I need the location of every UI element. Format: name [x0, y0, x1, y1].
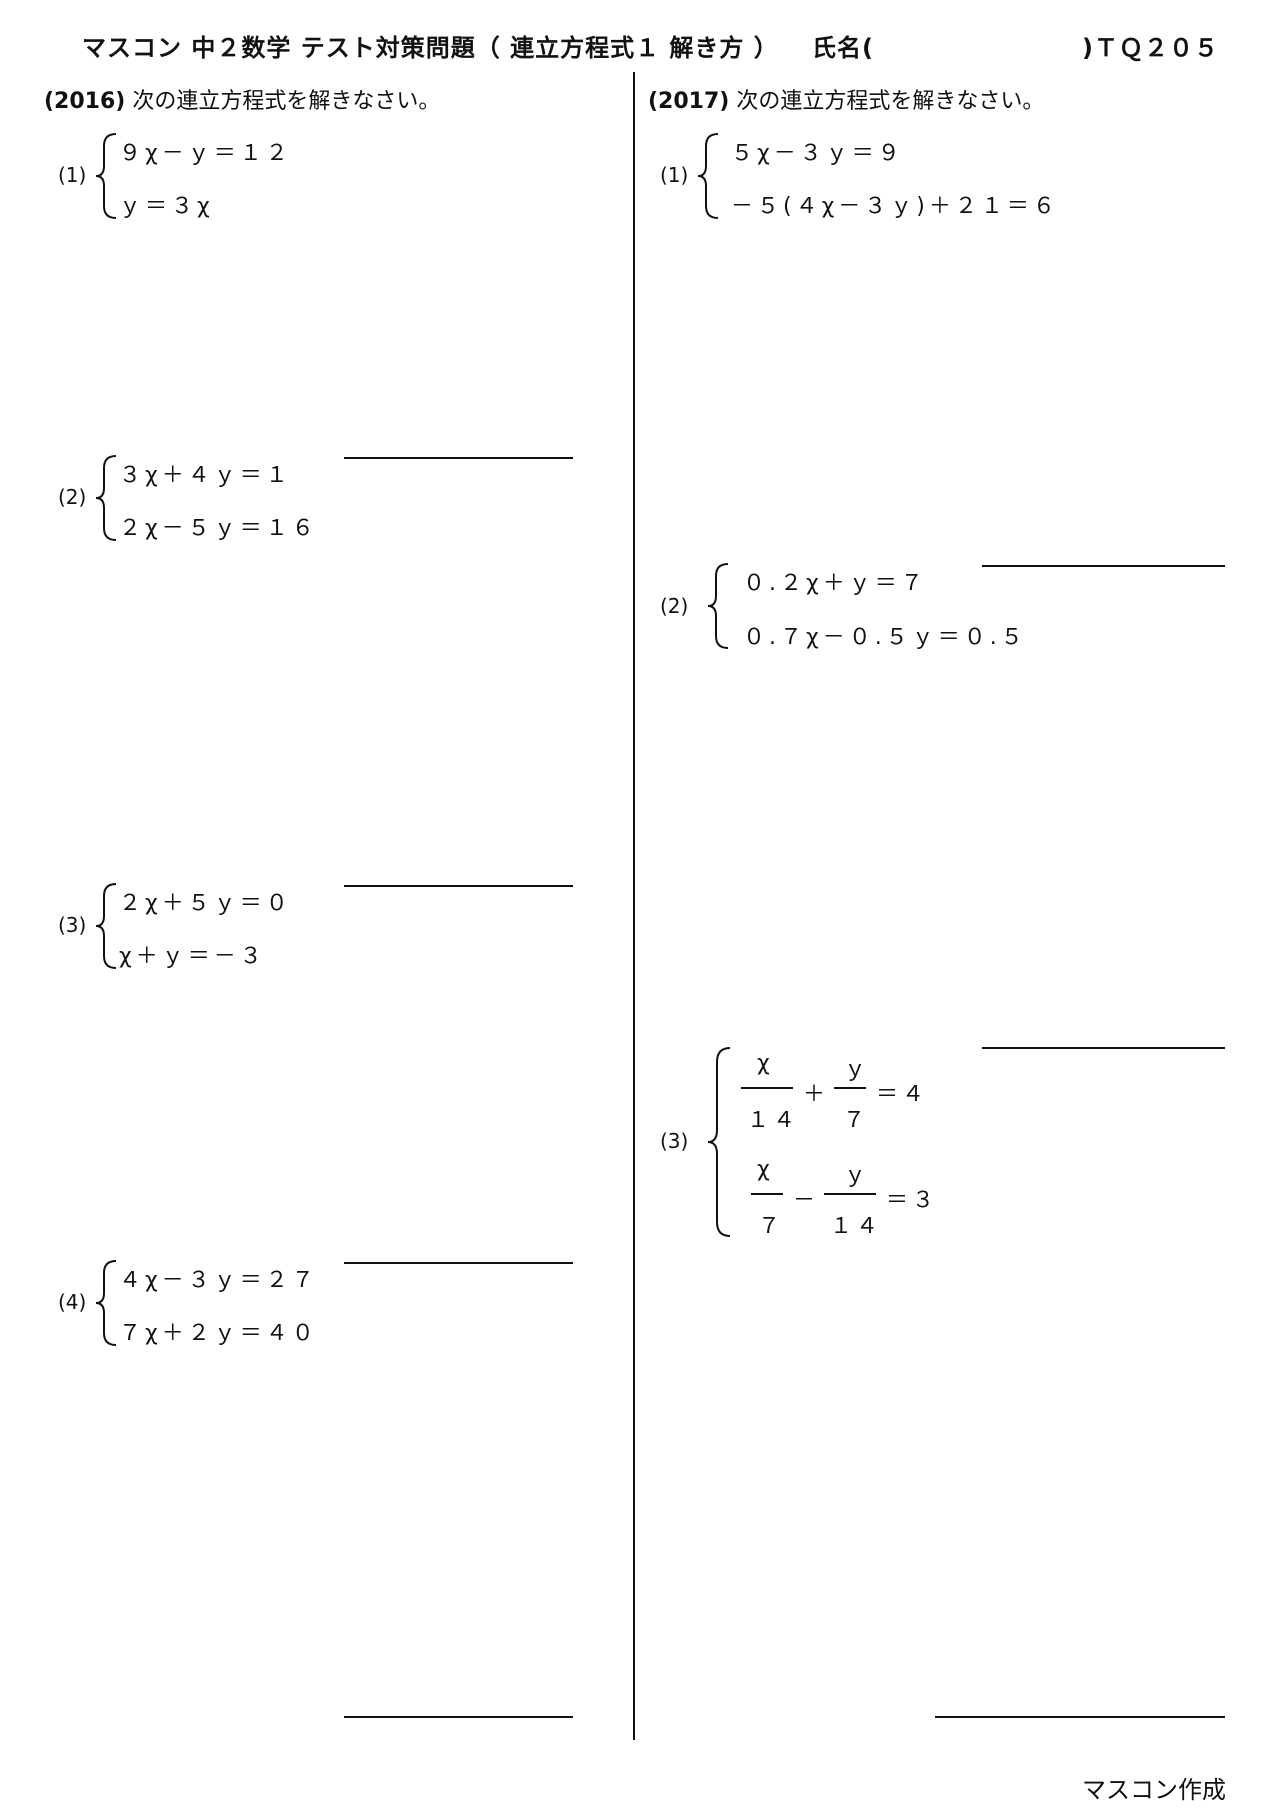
right-problem-1-eq1: ５χ－３ｙ＝９	[731, 141, 904, 166]
column-divider	[633, 72, 635, 1740]
left-problem-3-number: (3)	[58, 913, 87, 937]
left-problem-2-number: (2)	[58, 485, 87, 509]
right-problem-2-brace	[706, 562, 732, 650]
left-problem-1-eq2: ｙ＝３χ	[119, 194, 214, 219]
left-answer-line-2	[344, 885, 573, 887]
right-year: (2017)	[648, 89, 730, 114]
right-problem-1-number: (1)	[660, 163, 689, 187]
right-section-heading: (2017) 次の連立方程式を解きなさい。	[648, 83, 1044, 115]
worksheet-code: )ＴＱ２０５	[1082, 34, 1219, 62]
right-problem-3-eq1-operator: ＋	[803, 1082, 830, 1107]
left-problem-4-eq2: ７χ＋２ｙ＝４０	[119, 1321, 318, 1346]
left-problem-4-eq1: ４χ－３ｙ＝２７	[119, 1268, 318, 1293]
right-answer-line-1	[982, 565, 1225, 567]
right-problem-3-eq1-numerator-2: ｙ	[844, 1057, 871, 1082]
right-problem-3-eq1-fraction-bar-2	[834, 1087, 866, 1089]
worksheet-title: マスコン 中２数学 テスト対策問題（ 連立方程式１ 解き方 ）	[82, 34, 779, 62]
footer-credit: マスコン作成	[1082, 1776, 1226, 1804]
left-answer-line-4	[344, 1716, 573, 1718]
left-problem-3-brace	[94, 882, 120, 970]
right-problem-3-eq1-denominator-2: ７	[843, 1108, 870, 1133]
left-problem-2-brace	[94, 454, 120, 542]
right-problem-3-eq1-fraction-bar-1	[741, 1087, 793, 1089]
left-problem-4-number: (4)	[58, 1290, 87, 1314]
right-problem-3-eq2-denominator-2: １４	[830, 1214, 883, 1239]
left-year: (2016)	[44, 89, 126, 114]
right-problem-3-eq2-denominator-1: ７	[758, 1214, 785, 1239]
right-problem-2-eq1: ０.２χ＋ｙ＝７	[743, 571, 927, 596]
right-problem-2-eq2: ０.７χ－０.５ｙ＝０.５	[743, 625, 1027, 650]
right-answer-line-2	[982, 1047, 1225, 1049]
name-label: 氏名(	[812, 34, 874, 62]
right-problem-3-eq2-operator: －	[793, 1188, 820, 1213]
right-problem-3-eq2-numerator-2: ｙ	[844, 1163, 871, 1188]
left-problem-1-brace	[94, 132, 120, 220]
left-answer-line-3	[344, 1262, 573, 1264]
left-problem-1-eq1: ９χ－ｙ＝１２	[119, 141, 292, 166]
left-problem-3-eq1: ２χ＋５ｙ＝０	[119, 891, 292, 916]
right-problem-3-eq1-denominator-1: １４	[747, 1108, 800, 1133]
right-problem-1-eq2: －５(４χ－３ｙ)＋２１＝６	[731, 194, 1059, 219]
right-problem-2-number: (2)	[660, 594, 689, 618]
right-problem-3-eq2-numerator-1: χ	[757, 1157, 774, 1182]
right-problem-3-eq1-rhs: ＝４	[876, 1082, 929, 1107]
left-answer-line-1	[344, 457, 573, 459]
right-answer-line-3	[935, 1716, 1225, 1718]
left-problem-3-eq2: χ＋ｙ＝－３	[119, 944, 266, 969]
right-problem-3-eq2-fraction-bar-2	[824, 1193, 876, 1195]
right-instruction: 次の連立方程式を解きなさい。	[736, 89, 1045, 114]
right-problem-3-number: (3)	[660, 1129, 689, 1153]
right-problem-3-eq1-numerator-1: χ	[757, 1051, 774, 1076]
left-problem-2-eq1: ３χ＋４ｙ＝１	[119, 463, 292, 488]
right-problem-3-eq2-rhs: ＝３	[886, 1188, 939, 1213]
left-problem-2-eq2: ２χ－５ｙ＝１６	[119, 516, 318, 541]
right-problem-1-brace	[696, 132, 722, 220]
right-problem-3-brace	[706, 1046, 734, 1238]
left-problem-4-brace	[94, 1259, 120, 1347]
left-instruction: 次の連立方程式を解きなさい。	[132, 89, 441, 114]
left-section-heading: (2016) 次の連立方程式を解きなさい。	[44, 83, 440, 115]
right-problem-3-eq2-fraction-bar-1	[751, 1193, 783, 1195]
left-problem-1-number: (1)	[58, 163, 87, 187]
